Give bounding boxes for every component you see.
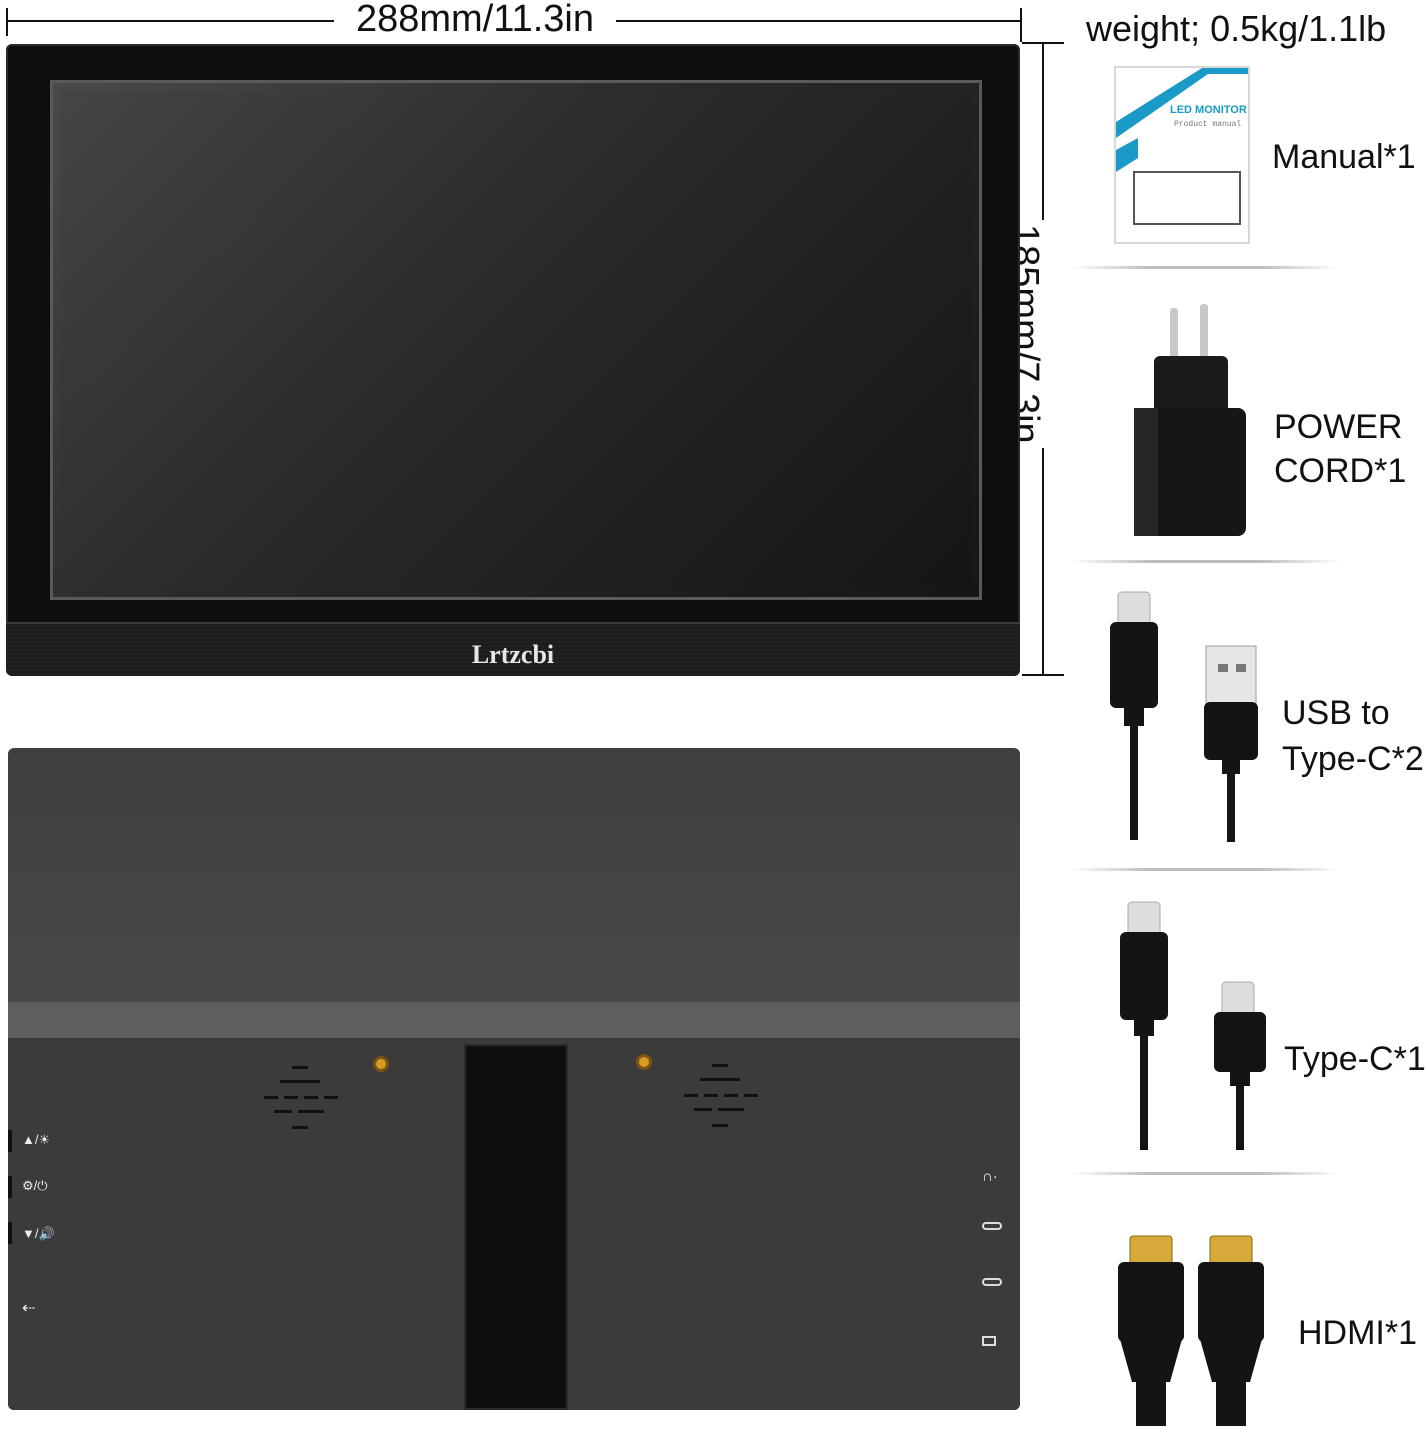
usb-port-icon: ⇠ <box>22 1300 36 1317</box>
side-button-menu-power[interactable] <box>8 1176 12 1198</box>
hdmi-port-icon <box>982 1336 996 1346</box>
usb-cable-icon <box>1108 590 1268 842</box>
screw-hole-right <box>636 1054 652 1070</box>
usb-type-c-label-line2: Type-C*2 <box>1282 740 1424 778</box>
monitor-bottom-bezel <box>6 622 1020 676</box>
weight-label: weight; 0.5kg/1.1lb <box>1086 8 1387 49</box>
monitor-back: ▲/☀ ⚙/⏻ ▼/🔊 ⇠ ∩· <box>8 748 1020 1410</box>
type-c-port-icon <box>982 1222 1002 1230</box>
separator-2 <box>1070 560 1340 563</box>
speaker-grille-right <box>682 1064 762 1134</box>
manual-subtitle: Product manual <box>1174 120 1242 129</box>
down-volume-icon: ▼/🔊 <box>22 1226 55 1241</box>
power-cord-label-line2: CORD*1 <box>1274 452 1407 490</box>
height-tick-top <box>1022 42 1064 44</box>
width-tick-right <box>1020 8 1022 42</box>
manual-label: Manual*1 <box>1272 138 1416 176</box>
menu-power-icon: ⚙/⏻ <box>22 1178 48 1193</box>
separator-4 <box>1070 1172 1340 1175</box>
type-c-port-2-icon <box>982 1278 1002 1286</box>
brand-logo: Lrtzcbi <box>471 640 555 669</box>
type-c-cable-icon <box>1118 900 1278 1152</box>
monitor-screen <box>50 80 982 600</box>
side-button-down-volume[interactable] <box>8 1222 12 1244</box>
back-panel-band <box>8 1002 1020 1038</box>
side-button-up-brightness[interactable] <box>8 1130 12 1152</box>
power-adapter-icon <box>1128 300 1248 540</box>
width-tick-left <box>6 8 8 36</box>
manual-icon: LED MONITOR Product manual <box>1114 66 1250 244</box>
screw-hole-left <box>373 1056 389 1072</box>
speaker-grille-left <box>262 1066 342 1136</box>
up-brightness-icon: ▲/☀ <box>22 1132 51 1147</box>
separator-3 <box>1070 868 1340 871</box>
hdmi-cable-icon <box>1112 1232 1272 1428</box>
hdmi-label: HDMI*1 <box>1298 1314 1418 1352</box>
height-tick-bottom <box>1022 674 1064 676</box>
width-label: 288mm/11.3in <box>334 0 616 41</box>
headphone-port-icon: ∩· <box>982 1168 998 1185</box>
usb-type-c-label-line1: USB to <box>1282 694 1390 732</box>
type-c-label: Type-C*1 <box>1284 1040 1426 1078</box>
power-cord-label-line1: POWER <box>1274 408 1403 446</box>
monitor-front: Lrtzcbi <box>6 44 1020 676</box>
manual-title: LED MONITOR <box>1170 104 1247 116</box>
kickstand <box>464 1044 568 1410</box>
separator-1 <box>1070 266 1340 269</box>
